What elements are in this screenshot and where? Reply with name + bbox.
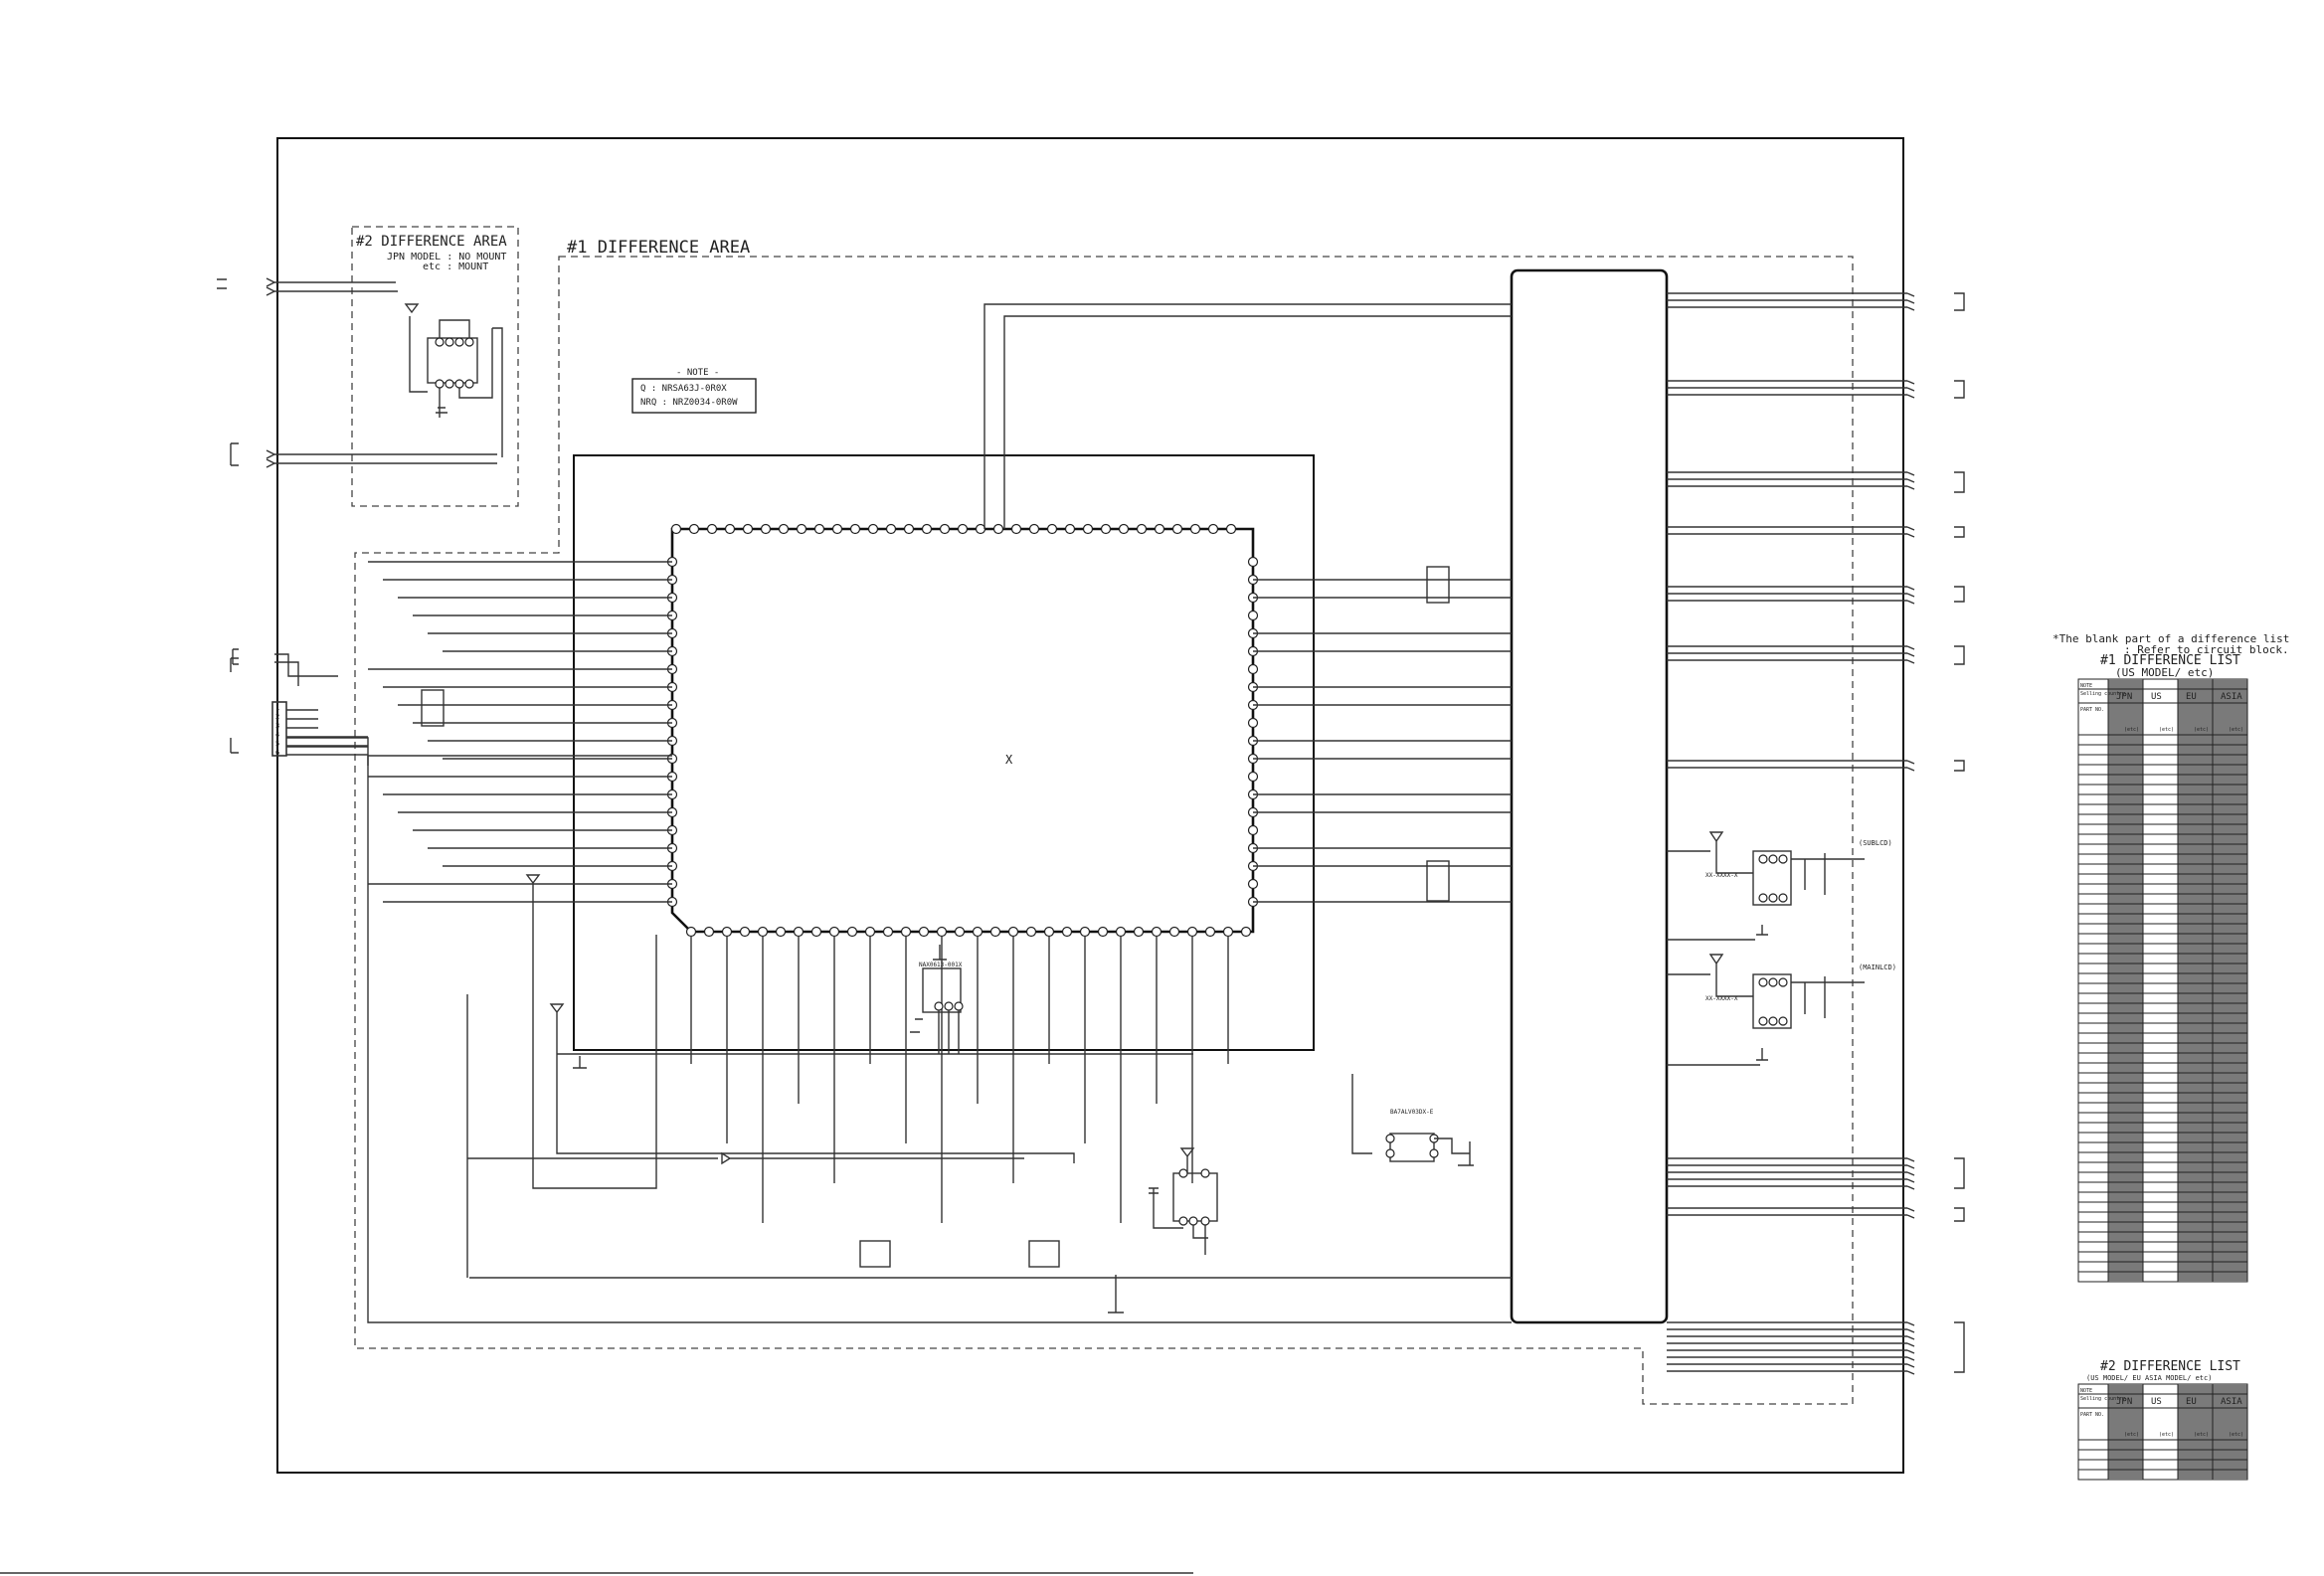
table-column-ref: (etc) (2229, 1432, 2243, 1438)
opto-ic-b-label: XX-XXXX-X (1705, 995, 1738, 1002)
note-box: - NOTE - Q : NRSA63J-0R0X NRQ : NRZ0034-… (631, 368, 757, 414)
table-column-ref: (etc) (2159, 1432, 2174, 1438)
connector-pin-number: 1 (275, 704, 279, 712)
table-row-label: PART NO. (2080, 1412, 2104, 1418)
note-line2: NRQ : NRZ0034-0R0W (640, 398, 738, 408)
connector-pin-number: 6 (275, 749, 279, 757)
wiring (266, 277, 1965, 1375)
main-subframe (573, 454, 1315, 1051)
connector-pin-number: 5 (275, 740, 279, 748)
table-row-label: PART NO. (2080, 707, 2104, 713)
table-row-label: Selling country (2080, 691, 2125, 697)
main-ic-body (670, 527, 1255, 934)
small-ic-b-label: BA7ALV03DX-E (1390, 1109, 1434, 1116)
out-label-mainlcd: (MAINLCD) (1859, 963, 1896, 971)
table-column-ref: (etc) (2159, 727, 2174, 733)
table-row-label: NOTE (2080, 1388, 2092, 1394)
table-shade-column (2213, 679, 2247, 1282)
table-column-header: ASIA (2221, 1397, 2242, 1407)
connector-pin-number: 2 (275, 713, 279, 721)
diff-area-2-label: #2 DIFFERENCE AREA (356, 234, 507, 250)
diff-area-2-line1: JPN MODEL : NO MOUNT (387, 252, 506, 263)
table-column-ref: (etc) (2194, 1432, 2209, 1438)
diff-area-2-box (351, 226, 519, 507)
table-shade-column (2178, 679, 2213, 1282)
list2-subtitle: (US MODEL/ EU ASIA MODEL/ etc) (2086, 1374, 2212, 1382)
table-shade-column (2108, 679, 2143, 1282)
main-ic-pins (666, 523, 1259, 938)
table-column-header: ASIA (2221, 692, 2242, 702)
opto-ic-a: XX-XXXX-X (SUBLCD) (1705, 831, 1892, 936)
diff-area-2-line2: etc : MOUNT (423, 262, 488, 272)
bus-block (1510, 268, 1669, 1324)
small-ic-a-label: NAX0613-001X (919, 962, 963, 968)
note-line1: Q : NRSA63J-0R0X (640, 384, 727, 394)
table-shade-column (2213, 1384, 2247, 1480)
table-column-ref: (etc) (2229, 727, 2243, 733)
opto-ic-a-label: XX-XXXX-X (1705, 872, 1738, 879)
table-row-label: Selling country (2080, 1396, 2125, 1402)
table-column-ref: (etc) (2194, 727, 2209, 733)
connector-pin-number: 3 (275, 722, 279, 730)
connector-pin-number: 4 (275, 731, 279, 739)
list1-title: #1 DIFFERENCE LIST (2100, 653, 2240, 668)
table-column-ref: (etc) (2124, 1432, 2139, 1438)
table-column-ref: (etc) (2124, 727, 2139, 733)
sheet-frame (276, 137, 1904, 1474)
table-shade-column (2108, 1384, 2143, 1480)
diff-area-1-box (354, 256, 1854, 1405)
diff-area-1-label: #1 DIFFERENCE AREA (567, 238, 750, 258)
table-shade-column (2178, 1384, 2213, 1480)
table-row-label: NOTE (2080, 683, 2092, 689)
table-column-header: JPN (2116, 1397, 2132, 1407)
list1-subtitle: (US MODEL/ etc) (2115, 666, 2214, 679)
table-column-header: EU (2186, 692, 2197, 702)
note-title: - NOTE - (676, 368, 719, 378)
table-column-header: US (2151, 1397, 2162, 1407)
list-note-line1: *The blank part of a difference list (2053, 632, 2289, 645)
table-column-header: EU (2186, 1397, 2197, 1407)
small-ic-b: BA7ALV03DX-E (1351, 1074, 1474, 1166)
table-column-header: JPN (2116, 692, 2132, 702)
list2-title: #2 DIFFERENCE LIST (2100, 1359, 2240, 1374)
out-label-sublcd: (SUBLCD) (1859, 839, 1892, 847)
list-note-line2: : Refer to circuit block. (2124, 643, 2289, 656)
table-column-header: US (2151, 692, 2162, 702)
small-ic-a: NAX0613-001X (910, 945, 964, 1054)
opto-ic-b: XX-XXXX-X (MAINLCD) (1705, 954, 1896, 1061)
small-ic-c (1149, 1147, 1218, 1255)
main-ic-center-mark: X (1005, 753, 1013, 767)
diff-area-2-ic (404, 303, 503, 457)
